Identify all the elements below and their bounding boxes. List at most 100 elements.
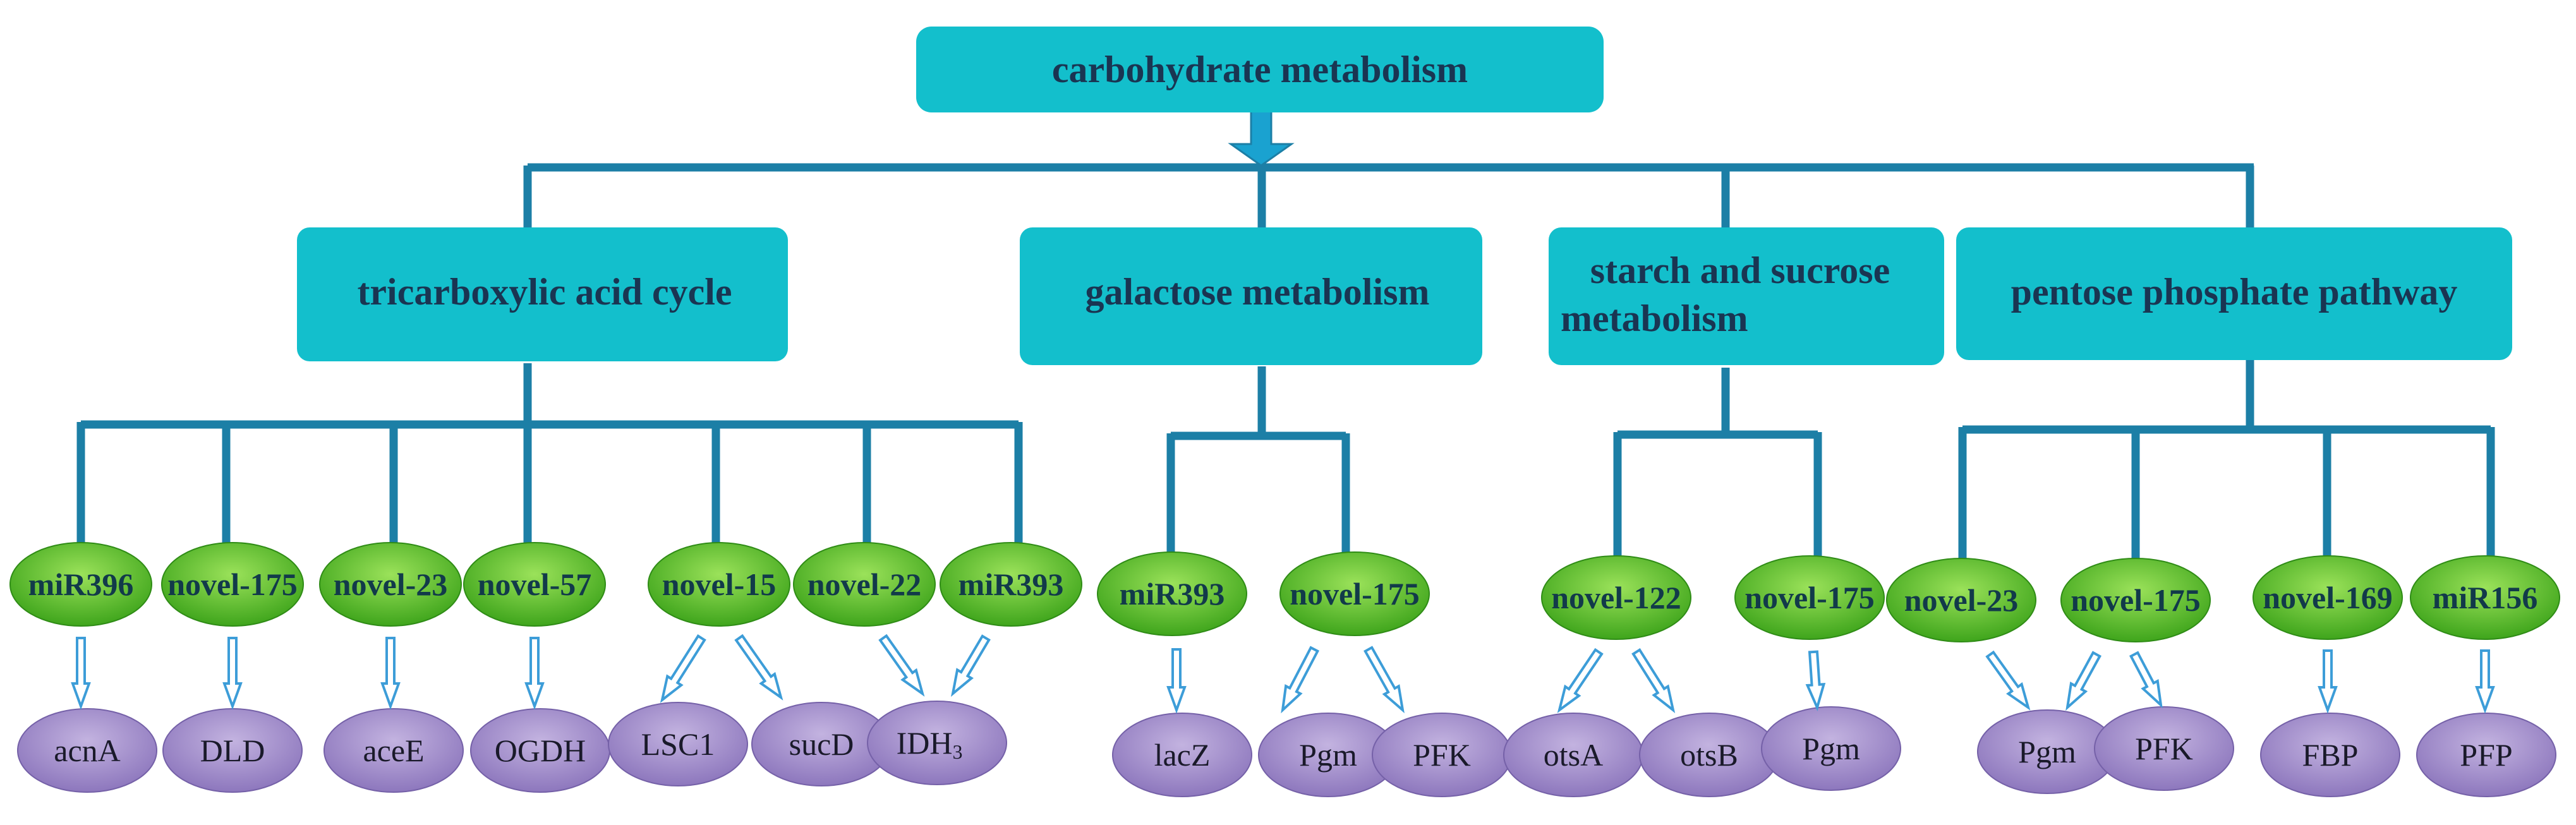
gene-label-text: Pgm: [1802, 731, 1860, 766]
pathway-label-2-0: starch and sucrose: [1590, 250, 1890, 291]
mirna-node: [2410, 555, 2560, 640]
pathway-box-2: [1549, 227, 1944, 365]
pathway-box-0: [297, 227, 788, 361]
regulation-arrow-icon: [1985, 650, 2031, 711]
gene-label-subscript: 3: [952, 740, 962, 763]
regulation-arrow-icon: [951, 634, 991, 697]
gene-label-text: FBP: [2302, 737, 2359, 773]
pathway-label-3-0: pentose phosphate pathway: [2011, 271, 2458, 313]
mirna-label: novel-22: [807, 567, 922, 602]
gene-label: PFP: [2460, 737, 2512, 773]
pathway-box-1: [1020, 227, 1482, 365]
mirna-node: [2252, 555, 2403, 640]
gene-label-text: PFP: [2460, 737, 2512, 773]
pathway-box-3: [1956, 227, 2512, 360]
root-box: [916, 27, 1604, 112]
mirna-node: [1734, 555, 1885, 640]
gene-label-text: aceE: [363, 733, 424, 768]
gene-node: [867, 701, 1007, 785]
mirna-node: [463, 542, 606, 627]
gene-label: PFK: [1413, 737, 1471, 773]
regulation-arrow-icon: [1631, 648, 1676, 713]
gene-label: otsB: [1680, 737, 1738, 773]
gene-label-text: sucD: [789, 726, 854, 762]
mirna-node: [319, 542, 462, 627]
mirna-label: miR393: [958, 567, 1064, 602]
mirna-label: novel-175: [1290, 576, 1420, 611]
regulation-arrow-icon: [380, 637, 401, 710]
mirna-label: novel-15: [662, 567, 777, 602]
mirna-label: novel-57: [478, 567, 592, 602]
gene-label-text: Pgm: [2018, 734, 2076, 769]
regulation-arrow-icon: [878, 634, 925, 697]
mirna-node: [648, 542, 790, 627]
mirna-label: miR396: [28, 567, 134, 602]
gene-label: FBP: [2302, 737, 2359, 773]
mirna-node: [1886, 558, 2036, 642]
gene-label-text: DLD: [200, 733, 265, 768]
mirna-label: miR156: [2433, 580, 2538, 615]
mirna-node: [793, 542, 936, 627]
gene-label-text: LSC1: [641, 726, 715, 762]
gene-node: [2260, 713, 2400, 797]
gene-node: [17, 708, 157, 793]
regulation-arrow-icon: [660, 634, 706, 703]
mirna-node: [1279, 551, 1430, 636]
gene-node: [2416, 713, 2556, 797]
regulation-arrow-icon: [1805, 650, 1826, 711]
gene-label-text: IDH: [897, 725, 953, 761]
gene-label: IDH3: [897, 725, 963, 763]
regulation-arrow-icon: [1364, 646, 1405, 714]
regulation-arrow-icon: [1557, 647, 1604, 713]
mirna-node: [1097, 551, 1247, 636]
gene-label-text: PFK: [1413, 737, 1471, 773]
regulation-arrow-icon: [222, 637, 243, 710]
mirna-label: novel-23: [1904, 582, 2019, 618]
gene-label: OGDH: [495, 733, 586, 768]
gene-label: Pgm: [1802, 731, 1860, 766]
regulation-arrow-icon: [2065, 651, 2101, 711]
gene-label-text: otsB: [1680, 737, 1738, 773]
regulation-arrow-icon: [734, 634, 783, 701]
regulation-arrow-icon: [1166, 648, 1187, 714]
mirna-node: [940, 542, 1082, 627]
mirna-node: [161, 542, 304, 627]
gene-node: [1761, 706, 1901, 791]
regulation-arrow-icon: [2129, 651, 2163, 709]
gene-label: otsA: [1544, 737, 1603, 773]
mirna-node: [9, 542, 152, 627]
mirna-node: [1541, 555, 1691, 640]
pathway-label-0-0: tricarboxylic acid cycle: [357, 271, 732, 313]
mirna-label: novel-169: [2263, 580, 2393, 615]
pathway-label-2-1: metabolism: [1561, 298, 1748, 339]
gene-label: aceE: [363, 733, 424, 768]
mirna-label: novel-175: [2071, 582, 2201, 618]
regulation-arrow-icon: [524, 637, 545, 710]
root-label: carbohydrate metabolism: [1052, 49, 1468, 90]
gene-node: [1112, 713, 1252, 797]
gene-label-text: Pgm: [1299, 737, 1357, 773]
gene-label: Pgm: [2018, 734, 2076, 769]
gene-label: acnA: [54, 733, 121, 768]
mirna-node: [2060, 558, 2211, 642]
regulation-arrow-icon: [1281, 646, 1320, 714]
gene-label: LSC1: [641, 726, 715, 762]
gene-node: [324, 708, 464, 793]
gene-label: DLD: [200, 733, 265, 768]
mirna-label: miR393: [1120, 576, 1225, 611]
regulation-arrow-icon: [2475, 649, 2495, 714]
mirna-label: novel-122: [1551, 580, 1681, 615]
regulation-arrow-icon: [71, 637, 91, 710]
pathway-label-1-0: galactose metabolism: [1085, 271, 1430, 313]
root-down-arrow-icon: [1228, 107, 1295, 167]
mirna-label: novel-175: [167, 567, 298, 602]
gene-node: [2094, 706, 2234, 791]
gene-label-text: otsA: [1544, 737, 1603, 773]
regulation-arrow-icon: [2318, 649, 2338, 714]
gene-label-text: PFK: [2135, 731, 2193, 766]
gene-label-text: OGDH: [495, 733, 586, 768]
mirna-label: novel-175: [1745, 580, 1875, 615]
gene-node: [608, 702, 748, 786]
gene-label: PFK: [2135, 731, 2193, 766]
